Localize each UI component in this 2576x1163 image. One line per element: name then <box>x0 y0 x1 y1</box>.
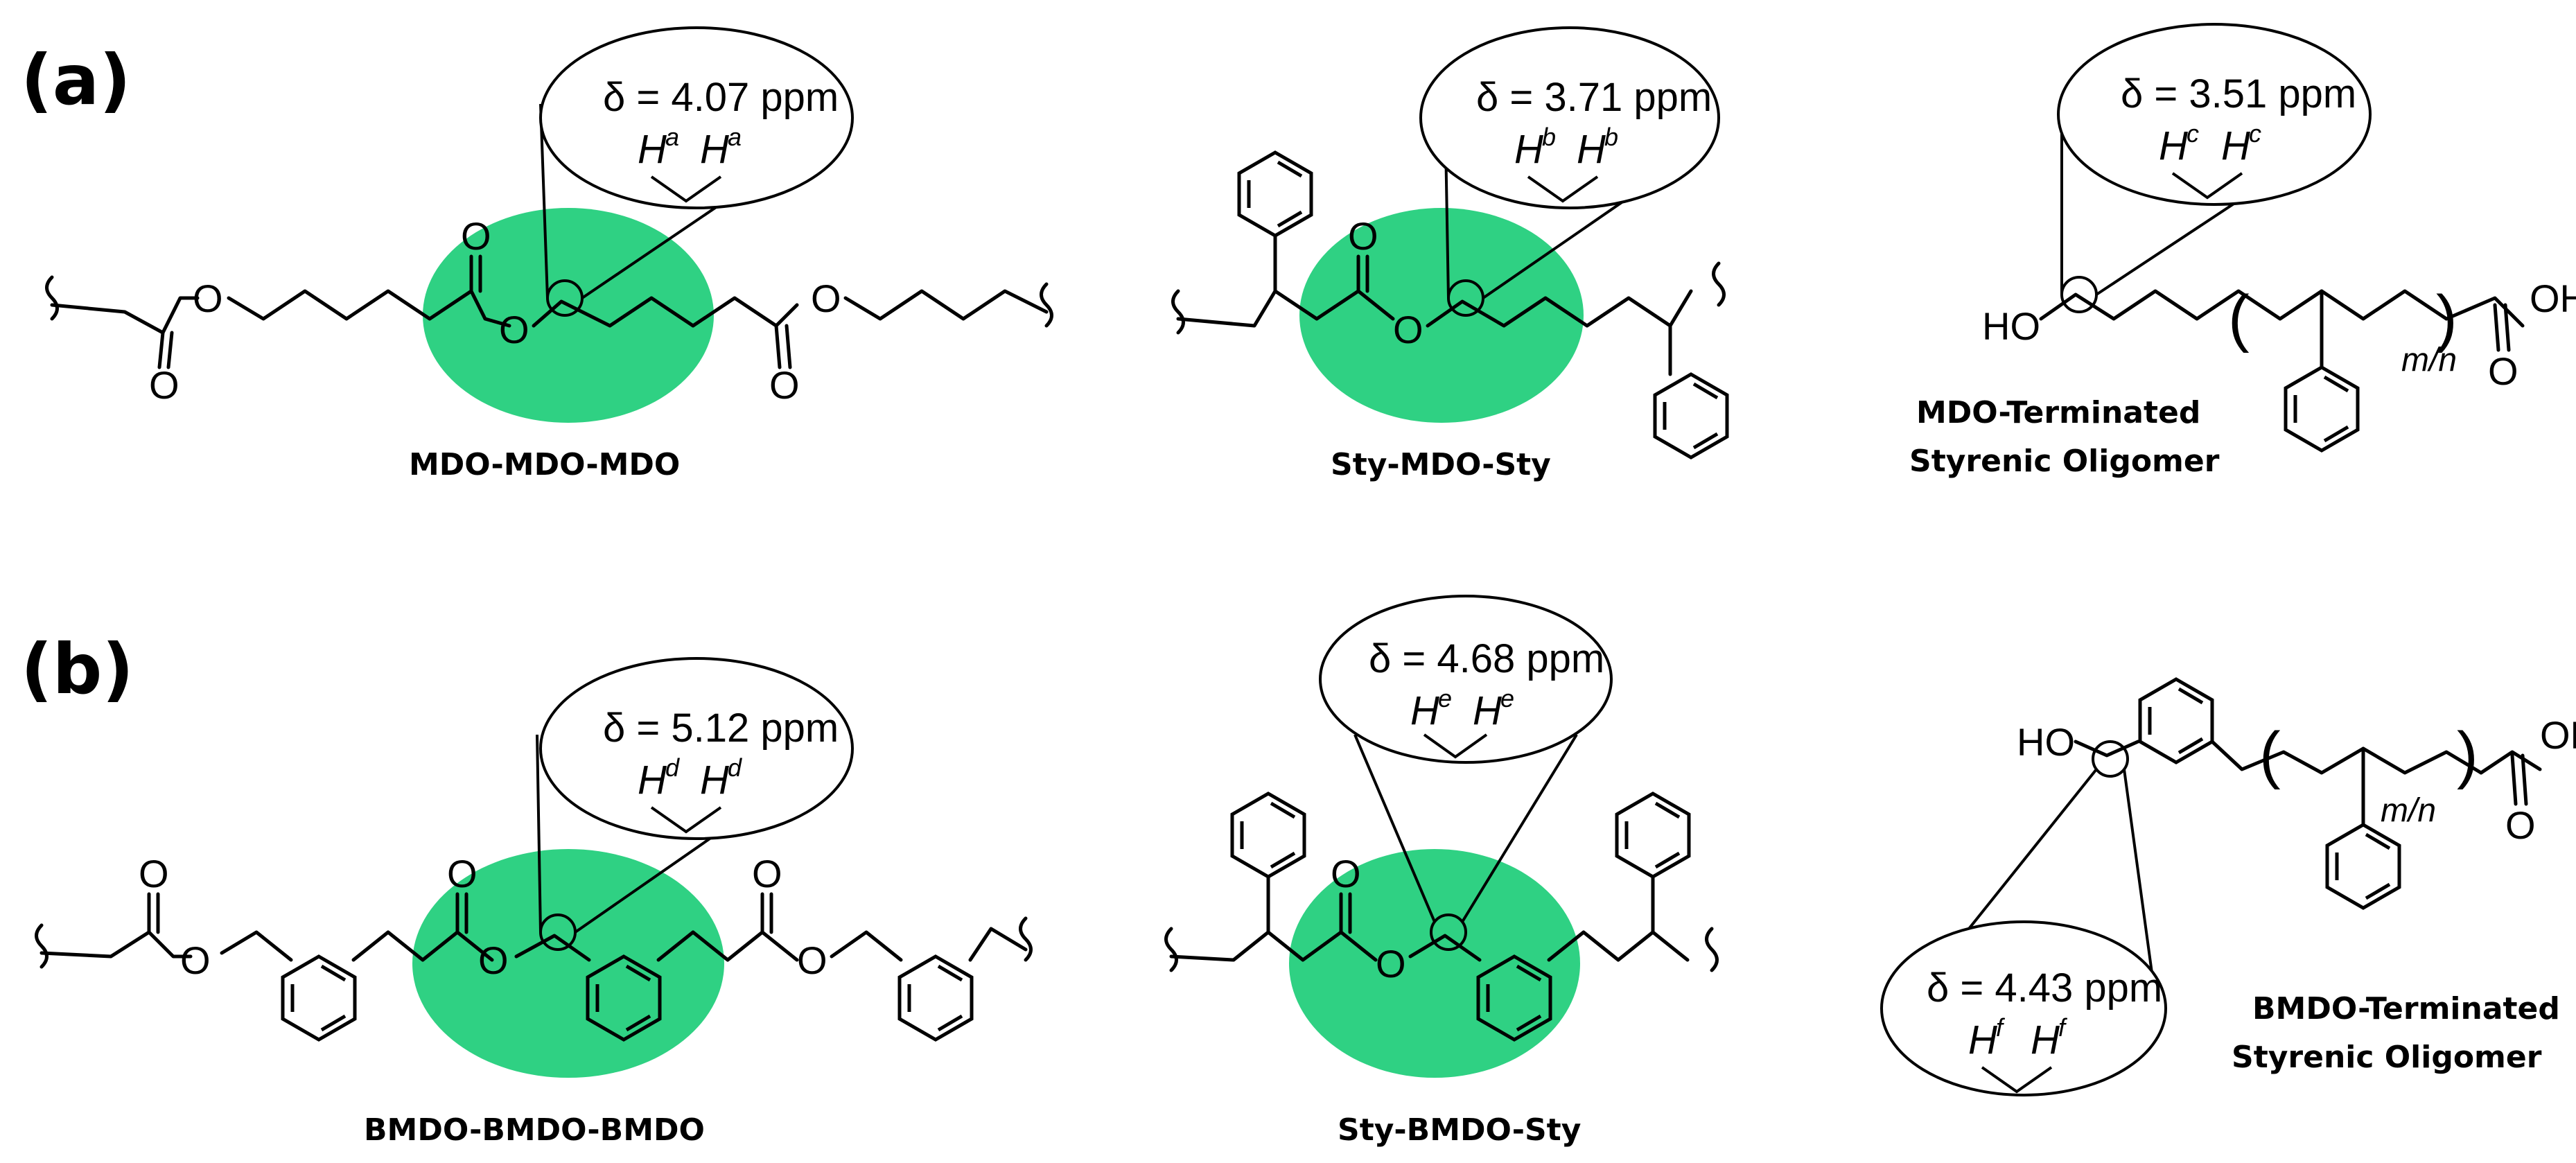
panel-label-b: (b) <box>21 629 134 710</box>
structure-bmdo-bmdo-bmdo: O O O O O O δ = 5.12 ppm H d H d BMDO-BM… <box>35 657 1033 1148</box>
proton-circle <box>2060 276 2098 313</box>
shift-callout <box>539 657 854 840</box>
svg-text:O: O <box>193 277 223 320</box>
svg-text:O: O <box>2505 803 2536 847</box>
wavy-bond <box>35 923 49 969</box>
svg-text:O: O <box>769 363 800 407</box>
svg-text:HO: HO <box>2017 720 2075 764</box>
svg-text:H: H <box>638 127 667 172</box>
chemical-shift: δ = 4.68 ppm <box>1369 636 1604 681</box>
svg-text:O: O <box>149 363 179 407</box>
svg-text:d: d <box>665 753 680 782</box>
svg-text:O: O <box>797 938 827 982</box>
wavy-bond <box>1019 916 1033 962</box>
svg-text:): ) <box>2457 719 2478 790</box>
svg-text:e: e <box>1500 684 1514 712</box>
structure-mdo-terminated-oligomer: HO ( ) m/n O OH δ = 3.51 ppm H c H c MDO… <box>1909 23 2576 479</box>
svg-text:O: O <box>447 852 477 895</box>
chemical-shift: δ = 4.43 ppm <box>1927 965 2162 1011</box>
structure-sty-mdo-sty: O O δ = 3.71 ppm H b H b Sty-MDO-Sty <box>1171 26 1728 482</box>
panel-label-a: (a) <box>21 40 131 121</box>
highlight-region <box>1289 849 1580 1078</box>
svg-text:a: a <box>665 123 679 151</box>
wavy-bond <box>1705 927 1719 972</box>
svg-text:c: c <box>2249 119 2261 148</box>
structure-label: BMDO-BMDO-BMDO <box>364 1112 705 1148</box>
chemical-shift: δ = 3.51 ppm <box>2121 71 2356 116</box>
svg-text:O: O <box>461 214 491 258</box>
svg-text:H: H <box>638 758 667 803</box>
svg-text:O: O <box>752 852 782 895</box>
svg-text:H: H <box>2159 123 2188 168</box>
proton-circle <box>2092 740 2129 778</box>
svg-text:HO: HO <box>1982 304 2040 348</box>
svg-text:O: O <box>180 938 211 982</box>
shift-callout <box>539 26 854 209</box>
svg-text:O: O <box>811 277 841 320</box>
wavy-bond <box>1040 282 1053 328</box>
svg-text:O: O <box>1331 852 1361 895</box>
chemical-shift: δ = 4.07 ppm <box>603 75 839 120</box>
svg-text:H: H <box>700 127 729 172</box>
svg-text:H: H <box>700 758 729 803</box>
shift-callout <box>1419 26 1720 209</box>
shift-callout <box>1319 595 1613 764</box>
wavy-bond <box>1712 261 1726 307</box>
proton-circle <box>1430 913 1467 951</box>
wavy-bond <box>1164 927 1178 972</box>
svg-text:OH: OH <box>2530 277 2576 320</box>
chemical-shift: δ = 5.12 ppm <box>603 706 839 751</box>
wavy-bond <box>1171 289 1185 335</box>
svg-text:(: ( <box>2228 283 2250 353</box>
structure-label: MDO-MDO-MDO <box>409 447 680 482</box>
svg-text:a: a <box>728 123 742 151</box>
svg-text:OH: OH <box>2540 713 2576 757</box>
structure-sty-bmdo-sty: O O δ = 4.68 ppm H e H e Sty-BMDO-Sty <box>1164 595 1719 1148</box>
structure-label-line2: Styrenic Oligomer <box>2232 1040 2542 1075</box>
chemical-shift: δ = 3.71 ppm <box>1476 75 1712 120</box>
structure-mdo-mdo-mdo: O O O O O O δ = 4.07 ppm H a H a MDO-MDO… <box>45 26 1053 482</box>
svg-text:m/n: m/n <box>2381 792 2436 829</box>
svg-text:H: H <box>1473 688 1502 733</box>
svg-text:c: c <box>2187 119 2199 148</box>
shift-callout <box>1880 920 2167 1096</box>
svg-text:O: O <box>1393 308 1423 351</box>
shift-callout <box>2057 23 2372 206</box>
svg-text:O: O <box>139 852 169 895</box>
svg-text:m/n: m/n <box>2401 342 2457 378</box>
svg-text:H: H <box>1577 127 1606 172</box>
svg-text:e: e <box>1438 684 1452 712</box>
svg-text:O: O <box>1376 942 1406 986</box>
structure-label-line2: Styrenic Oligomer <box>1909 444 2220 479</box>
structure-label-line1: MDO-Terminated <box>1916 395 2200 430</box>
svg-text:b: b <box>1604 123 1618 151</box>
structure-label: Sty-BMDO-Sty <box>1338 1112 1581 1148</box>
svg-text:H: H <box>1968 1017 1997 1063</box>
structure-label: Sty-MDO-Sty <box>1331 447 1551 482</box>
svg-text:(: ( <box>2259 719 2281 790</box>
svg-text:H: H <box>2031 1017 2060 1063</box>
svg-text:H: H <box>2221 123 2250 168</box>
svg-text:b: b <box>1542 123 1556 151</box>
structure-bmdo-terminated-oligomer: HO ( ) m/n O OH δ = 4.43 ppm H f H f BMD… <box>1880 679 2576 1096</box>
svg-text:H: H <box>1514 127 1543 172</box>
svg-text:O: O <box>499 308 529 351</box>
svg-text:d: d <box>728 753 742 782</box>
svg-text:O: O <box>1348 214 1378 258</box>
structure-label-line1: BMDO-Terminated <box>2252 991 2560 1026</box>
svg-text:O: O <box>2488 349 2518 393</box>
svg-text:H: H <box>1410 688 1439 733</box>
wavy-bond <box>45 275 59 321</box>
svg-text:O: O <box>478 938 509 982</box>
highlight-region <box>412 849 724 1078</box>
